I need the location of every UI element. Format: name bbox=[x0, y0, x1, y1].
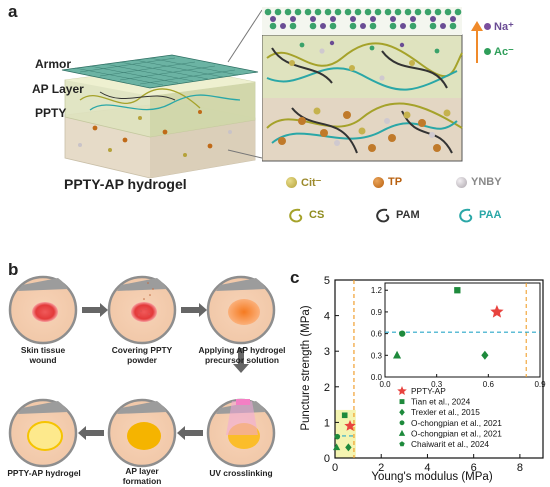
data-point-square bbox=[341, 412, 348, 419]
y-tick-label: 4 bbox=[324, 311, 330, 323]
legend-label: Trexler et al., 2015 bbox=[411, 407, 480, 417]
y-tick-label: 5 bbox=[324, 275, 330, 287]
paa-chain-icon bbox=[459, 208, 473, 223]
sodium-ion-label: Na⁺ bbox=[494, 21, 514, 33]
legend-marker-triangle bbox=[398, 429, 406, 436]
legend-marker-pentagon bbox=[399, 441, 405, 447]
inset-x-tick-label: 0.6 bbox=[483, 380, 495, 389]
pam-label: PAM bbox=[396, 209, 420, 221]
panel-b-letter: b bbox=[8, 260, 19, 279]
plot-frame bbox=[334, 279, 544, 459]
procedure-diagram bbox=[8, 275, 276, 468]
legend-label: Chaiwarit et al., 2024 bbox=[411, 439, 489, 449]
y-tick-label: 2 bbox=[324, 382, 330, 394]
step-1-circle bbox=[8, 275, 78, 345]
cs-label: CS bbox=[309, 209, 325, 221]
pam-chain-icon bbox=[376, 208, 390, 223]
legend-label: Tian et al., 2024 bbox=[411, 397, 471, 407]
legend-marker-circle bbox=[399, 420, 405, 426]
inset-x-tick-label: 0.9 bbox=[534, 380, 546, 389]
hydrogel-zoom-view bbox=[262, 7, 483, 162]
x-tick-label: 4 bbox=[424, 462, 430, 474]
data-point-diamond bbox=[345, 443, 352, 452]
data-point-triangle bbox=[333, 443, 341, 451]
acetate-ion-icon bbox=[484, 48, 491, 55]
ynby-sphere-icon bbox=[456, 176, 467, 188]
step-3-label: Applying AP hydrogel precursor solution bbox=[198, 345, 286, 365]
y-tick-label: 3 bbox=[324, 346, 330, 358]
puncture-vs-modulus-chart: 0 2 4 6 8 0 1 2 3 4 5 0.0 0.3 0.6 0.9 0.0 0.3 0.6 0.9 1.2PP… bbox=[300, 275, 546, 483]
inset-y-tick-label: 1.2 bbox=[371, 286, 383, 295]
component-legend-row-2: CS PAM PAA bbox=[286, 206, 546, 228]
y-axis-title: Puncture strength (MPa) bbox=[300, 305, 312, 430]
inset-data-point-square bbox=[454, 287, 461, 294]
inset-data-point-star bbox=[490, 304, 504, 318]
ppty-label: PPTY bbox=[35, 106, 67, 120]
hydrogel-caption: PPTY-AP hydrogel bbox=[64, 176, 187, 192]
ap-layer-label: AP Layer bbox=[32, 82, 84, 96]
armor-label: Armor bbox=[35, 57, 72, 71]
panel-a-letter: a bbox=[8, 2, 18, 21]
ion-legend: Na⁺ Ac⁻ bbox=[484, 20, 550, 58]
data-point-star bbox=[344, 420, 356, 431]
data-point-circle bbox=[334, 433, 341, 440]
tp-label: TP bbox=[388, 176, 403, 188]
inset-x-tick-label: 0.0 bbox=[379, 380, 391, 389]
sodium-ion-icon bbox=[484, 23, 491, 30]
x-axis-title: Young's modulus (MPa) bbox=[371, 471, 492, 483]
ynby-label: YNBY bbox=[471, 176, 502, 188]
inset-y-tick-label: 0.6 bbox=[371, 330, 383, 339]
citrate-sphere-icon bbox=[286, 177, 297, 188]
paa-label: PAA bbox=[479, 209, 502, 221]
step-2-label: Covering PPTY powder bbox=[111, 345, 173, 365]
cs-chain-icon bbox=[289, 208, 303, 223]
step-5-label: AP layer formation bbox=[122, 466, 162, 486]
x-tick-label: 6 bbox=[471, 462, 477, 474]
legend-label: PPTY-AP bbox=[411, 386, 446, 396]
legend-marker-star bbox=[397, 386, 407, 395]
legend-label: O-chongpian et al., 2021 bbox=[411, 418, 502, 428]
panel-c-letter: c bbox=[290, 268, 300, 287]
inset-frame bbox=[384, 282, 541, 378]
component-legend-row-1: Cit⁻ TP YNBY bbox=[286, 176, 546, 192]
step-6-label: PPTY-AP hydrogel bbox=[7, 468, 81, 478]
tp-sphere-icon bbox=[373, 176, 384, 188]
inset-x-tick-label: 0.3 bbox=[431, 380, 443, 389]
inset-y-tick-label: 0.3 bbox=[371, 351, 383, 360]
legend-label: O-chongpian et al., 2021 bbox=[411, 428, 502, 438]
step-4-label: UV crosslinking bbox=[209, 468, 273, 478]
legend-marker-diamond bbox=[399, 408, 405, 416]
inset-y-tick-label: 0.0 bbox=[371, 373, 383, 382]
x-tick-label: 8 bbox=[517, 462, 523, 474]
x-tick-label: 2 bbox=[378, 462, 384, 474]
inset-y-tick-label: 0.9 bbox=[371, 308, 383, 317]
legend-marker-square bbox=[399, 399, 405, 405]
y-tick-label: 0 bbox=[324, 453, 330, 465]
citrate-label: Cit⁻ bbox=[301, 177, 322, 189]
x-tick-label: 0 bbox=[332, 462, 338, 474]
layered-hydrogel-illustration bbox=[61, 9, 263, 179]
y-tick-label: 1 bbox=[324, 417, 330, 429]
inset-data-point-triangle bbox=[393, 350, 402, 359]
acetate-ion-label: Ac⁻ bbox=[494, 46, 514, 58]
step-1-label: Skin tissue wound bbox=[20, 345, 66, 365]
inset-data-point-circle bbox=[399, 330, 406, 337]
